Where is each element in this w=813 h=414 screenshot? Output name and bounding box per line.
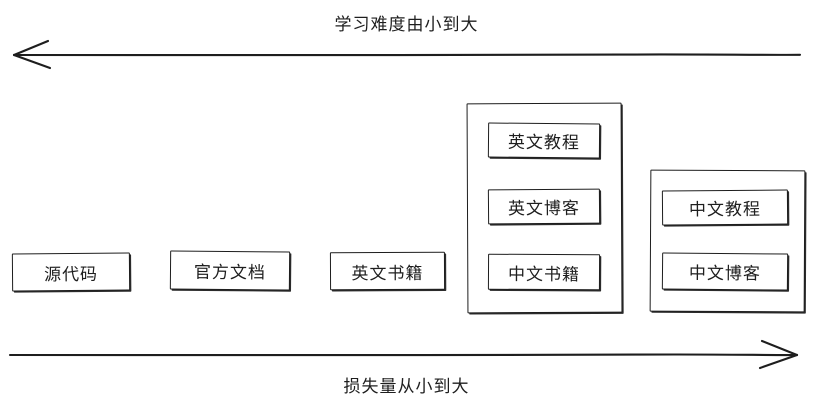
node-chinese-books[interactable]: 中文书籍 xyxy=(487,253,601,291)
node-official-docs[interactable]: 官方文档 xyxy=(169,250,291,291)
node-english-books[interactable]: 英文书籍 xyxy=(329,251,446,291)
node-chinese-tutorials[interactable]: 中文教程 xyxy=(661,189,789,226)
difficulty-axis-arrow xyxy=(12,39,802,70)
difficulty-axis-label: 学习难度由小到大 xyxy=(334,15,479,35)
node-english-blogs[interactable]: 英文博客 xyxy=(487,188,601,225)
node-source-code[interactable]: 源代码 xyxy=(11,252,131,292)
loss-axis-label: 损失量从小到大 xyxy=(343,377,470,397)
node-english-tutorials[interactable]: 英文教程 xyxy=(487,122,601,159)
node-chinese-blogs[interactable]: 中文博客 xyxy=(661,252,789,291)
loss-axis-arrow xyxy=(8,339,799,370)
